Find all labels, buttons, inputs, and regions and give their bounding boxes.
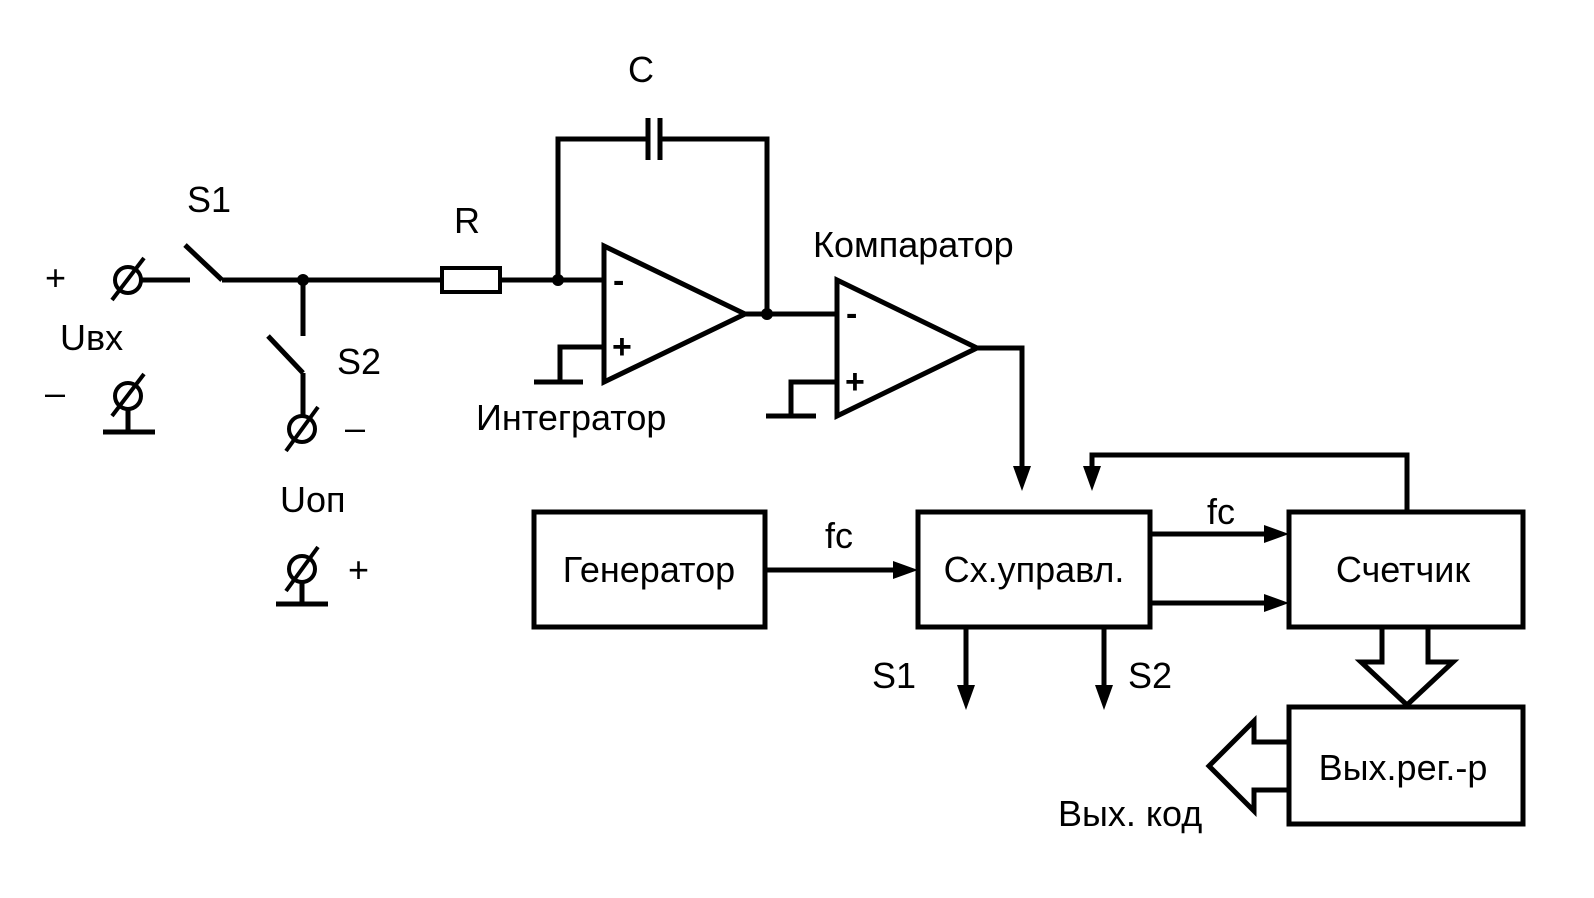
switch-s1 bbox=[183, 243, 224, 282]
resistor-label: R bbox=[454, 200, 480, 241]
bus-arrow-counter-register bbox=[1354, 624, 1460, 709]
capacitor-label: C bbox=[628, 49, 654, 90]
input-minus-terminal bbox=[103, 372, 155, 435]
junction-node-3 bbox=[761, 308, 773, 320]
reference-voltage-label: Uоп bbox=[280, 479, 346, 520]
arrow-control-s2 bbox=[1095, 685, 1113, 710]
counter-freq-label: fc bbox=[1207, 491, 1235, 532]
input-plus-terminal bbox=[110, 256, 146, 302]
generator-freq-label: fc bbox=[825, 515, 853, 556]
bus-arrow-output bbox=[1205, 714, 1292, 818]
input-plus-sign: + bbox=[45, 257, 66, 298]
arrow-comparator-control bbox=[1013, 466, 1031, 491]
integrator-ground bbox=[557, 344, 604, 382]
input-minus-sign: – bbox=[45, 372, 65, 413]
generator-block bbox=[531, 509, 768, 630]
output-code-label: Вых. код bbox=[1058, 793, 1202, 834]
generator-label: Генератор bbox=[563, 549, 735, 590]
input-voltage-label: Uвх bbox=[60, 317, 123, 358]
reference-plus-terminal bbox=[276, 545, 328, 607]
reference-plus-sign: + bbox=[348, 549, 369, 590]
control-s2-label: S2 bbox=[1128, 655, 1172, 696]
arrow-control-counter-fc bbox=[1264, 525, 1289, 543]
arrow-generator-control bbox=[893, 561, 918, 579]
wire-feedback-left bbox=[555, 136, 648, 280]
switch-s1-label: S1 bbox=[187, 179, 231, 220]
integrator-noninverting-sign: + bbox=[612, 328, 632, 366]
wire-counter-feedback bbox=[1089, 452, 1410, 512]
control-s1-label: S1 bbox=[872, 655, 916, 696]
integrator-inverting-sign: - bbox=[613, 262, 624, 300]
wire-feedback-right bbox=[660, 136, 770, 314]
arrow-counter-feedback bbox=[1083, 466, 1101, 491]
wire-comparator-control bbox=[977, 345, 1025, 470]
comparator-inverting-sign: - bbox=[846, 295, 857, 333]
comparator-ground bbox=[788, 379, 837, 416]
reference-minus-sign: – bbox=[345, 407, 365, 448]
resistor bbox=[440, 266, 502, 294]
switch-s2-label: S2 bbox=[337, 341, 381, 382]
comparator-noninverting-sign: + bbox=[845, 363, 865, 401]
integrator-label: Интегратор bbox=[476, 397, 666, 438]
output-register-block bbox=[1286, 704, 1526, 827]
counter-block bbox=[1286, 509, 1526, 630]
counter-label: Счетчик bbox=[1336, 549, 1471, 590]
comparator-opamp bbox=[834, 276, 983, 420]
comparator-label: Компаратор bbox=[813, 224, 1014, 265]
control-block bbox=[915, 509, 1153, 630]
output-register-label: Вых.рег.-р bbox=[1319, 747, 1488, 788]
switch-s2 bbox=[266, 334, 305, 375]
arrow-control-counter-reset bbox=[1264, 594, 1289, 612]
integrator-opamp bbox=[601, 242, 751, 386]
control-label: Сх.управл. bbox=[944, 549, 1125, 590]
reference-minus-terminal bbox=[284, 405, 320, 453]
arrow-control-s1 bbox=[957, 685, 975, 710]
